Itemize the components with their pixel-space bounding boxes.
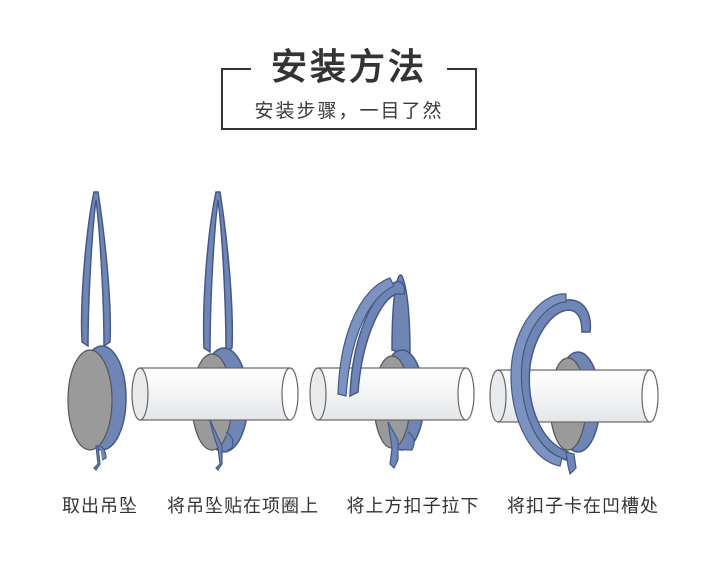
- page-title: 安装方法: [270, 47, 427, 88]
- step-4-clasp-locked: [489, 293, 659, 476]
- step-2-pendant-on-collar: [131, 191, 299, 471]
- title-frame: [221, 68, 477, 130]
- step-3-label: 将上方扣子拉下: [346, 496, 480, 517]
- installation-diagram: [0, 170, 722, 500]
- page-subtitle: 安装步骤，一目了然: [254, 100, 444, 122]
- steps-illustration: [67, 191, 659, 476]
- step-3-pull-clasp: [309, 274, 475, 470]
- step-2-label: 将吊坠贴在项圈上: [167, 496, 319, 517]
- step-1-label: 取出吊坠: [62, 496, 138, 517]
- title-box: 安装方法 安装步骤，一目了然: [221, 47, 477, 130]
- step-4-label: 将扣子卡在凹槽处: [507, 496, 659, 517]
- step-1-pendant: [67, 191, 127, 471]
